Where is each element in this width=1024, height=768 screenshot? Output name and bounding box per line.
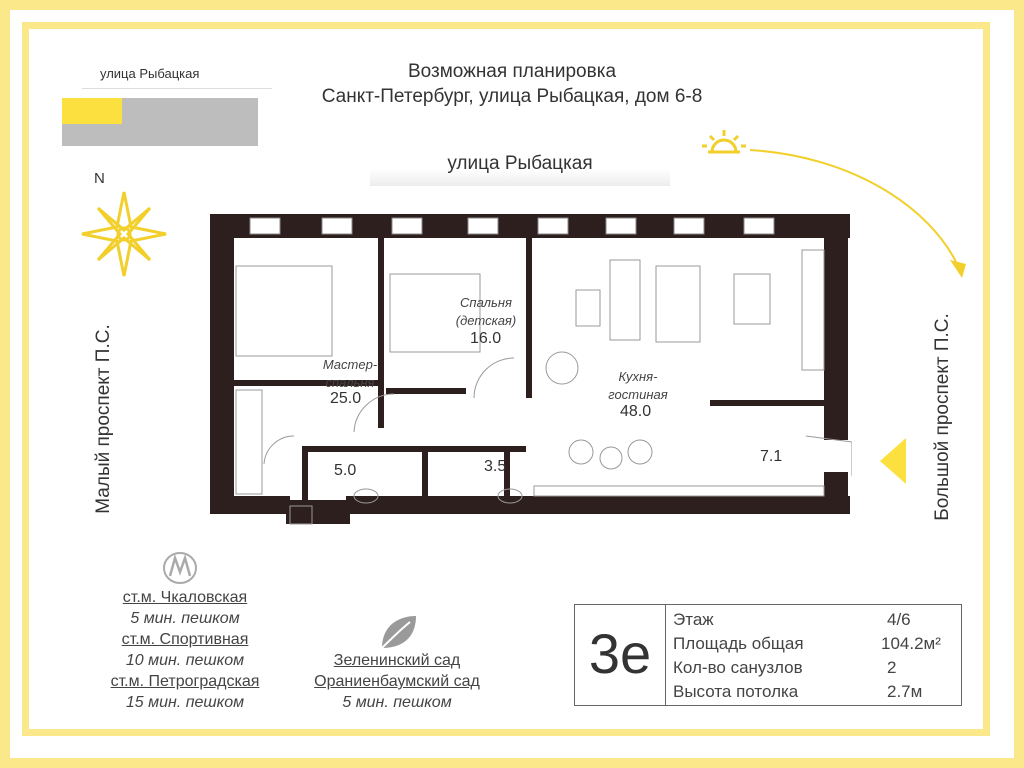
plan-title: Возможная планировка — [407, 61, 617, 82]
metro-station-3: ст.м. Петроградская — [110, 673, 260, 690]
walls — [210, 214, 850, 524]
entrance-arrow-icon — [880, 438, 906, 484]
leaf-icon — [381, 616, 416, 649]
garden-walk: 5 мин. пешком — [342, 694, 452, 711]
garden-1: Зеленинский сад — [333, 652, 461, 669]
room-master-name-1: Мастер- — [322, 357, 378, 372]
metro-station-2: ст.м. Спортивная — [121, 631, 249, 648]
info-label-ceiling: Высота потолка — [673, 682, 799, 701]
compass-north-label: N — [94, 170, 105, 187]
layout-code: 3е — [575, 605, 666, 705]
floor-plan — [210, 214, 852, 525]
info-label-floor: Этаж — [673, 610, 714, 629]
compass-rose-icon — [81, 191, 167, 277]
street-legend-label: улица Рыбацкая — [100, 66, 200, 81]
windows — [249, 217, 775, 235]
room-kids-area: 16.0 — [470, 330, 502, 347]
info-value-floor: 4/6 — [887, 610, 911, 629]
room-kids-name-2: (детская) — [455, 313, 517, 328]
metro-walk-3: 15 мин. пешком — [125, 694, 245, 711]
sun-path — [702, 130, 966, 278]
metro-walk-1: 5 мин. пешком — [130, 610, 240, 627]
street-left-label: Малый проспект П.С. — [93, 324, 114, 514]
info-value-ceiling: 2.7м — [887, 682, 923, 701]
sun-icon — [702, 130, 746, 154]
street-top-label: улица Рыбацкая — [370, 144, 670, 186]
room-living-area: 48.0 — [620, 403, 652, 420]
room-living-name-2: гостиная — [608, 387, 668, 402]
info-value-bathrooms: 2 — [887, 658, 897, 677]
street-right-label: Большой проспект П.С. — [932, 313, 953, 521]
room-kids-name-1: Спальня — [460, 295, 512, 310]
room-bath1-area: 5.0 — [334, 462, 357, 479]
legend-divider — [82, 88, 272, 89]
garden-2: Ораниенбаумский сад — [314, 673, 480, 690]
legend-yellow-bar — [62, 98, 122, 124]
room-master-area: 25.0 — [330, 390, 362, 407]
apartment-info-box: 3е Этаж 4/6 Площадь общая 104.2м² Кол-во… — [574, 604, 962, 706]
room-living-name-1: Кухня- — [618, 369, 658, 384]
room-storage-area: 7.1 — [760, 448, 783, 465]
metro-walk-2: 10 мин. пешком — [125, 652, 245, 669]
plan-address: Санкт-Петербург, улица Рыбацкая, дом 6-8 — [321, 86, 703, 107]
info-label-area: Площадь общая — [673, 634, 804, 653]
room-master-name-2: спальня — [325, 375, 375, 390]
metro-icon — [163, 552, 197, 584]
street-legend: улица Рыбацкая — [62, 62, 272, 146]
info-value-area: 104.2м² — [881, 634, 941, 653]
metro-station-1: ст.м. Чкаловская — [122, 589, 248, 606]
room-bath2-area: 3.5 — [484, 458, 507, 475]
info-label-bathrooms: Кол-во санузлов — [673, 658, 803, 677]
